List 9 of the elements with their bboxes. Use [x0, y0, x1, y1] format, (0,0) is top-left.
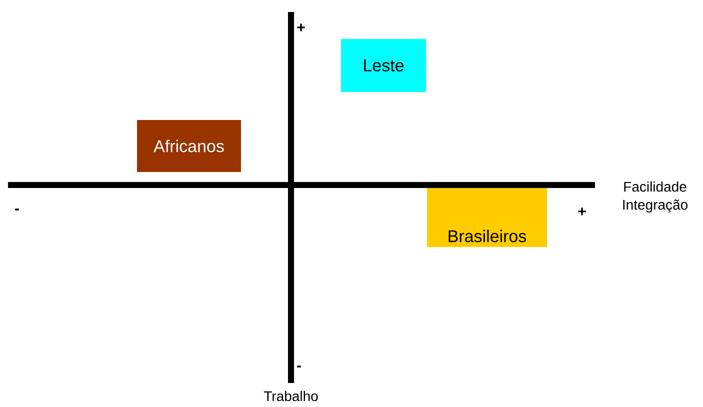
axis-label: Trabalho	[264, 390, 318, 402]
category-box: Africanos	[137, 120, 241, 172]
category-box: Brasileiros	[427, 188, 547, 247]
category-box: Leste	[341, 39, 426, 92]
minus-sign: -	[15, 208, 19, 210]
axis-label: Facilidade Integração	[623, 181, 688, 213]
minus-sign: -	[297, 366, 301, 368]
plus-sign: +	[297, 24, 305, 32]
plus-sign: +	[578, 208, 586, 216]
